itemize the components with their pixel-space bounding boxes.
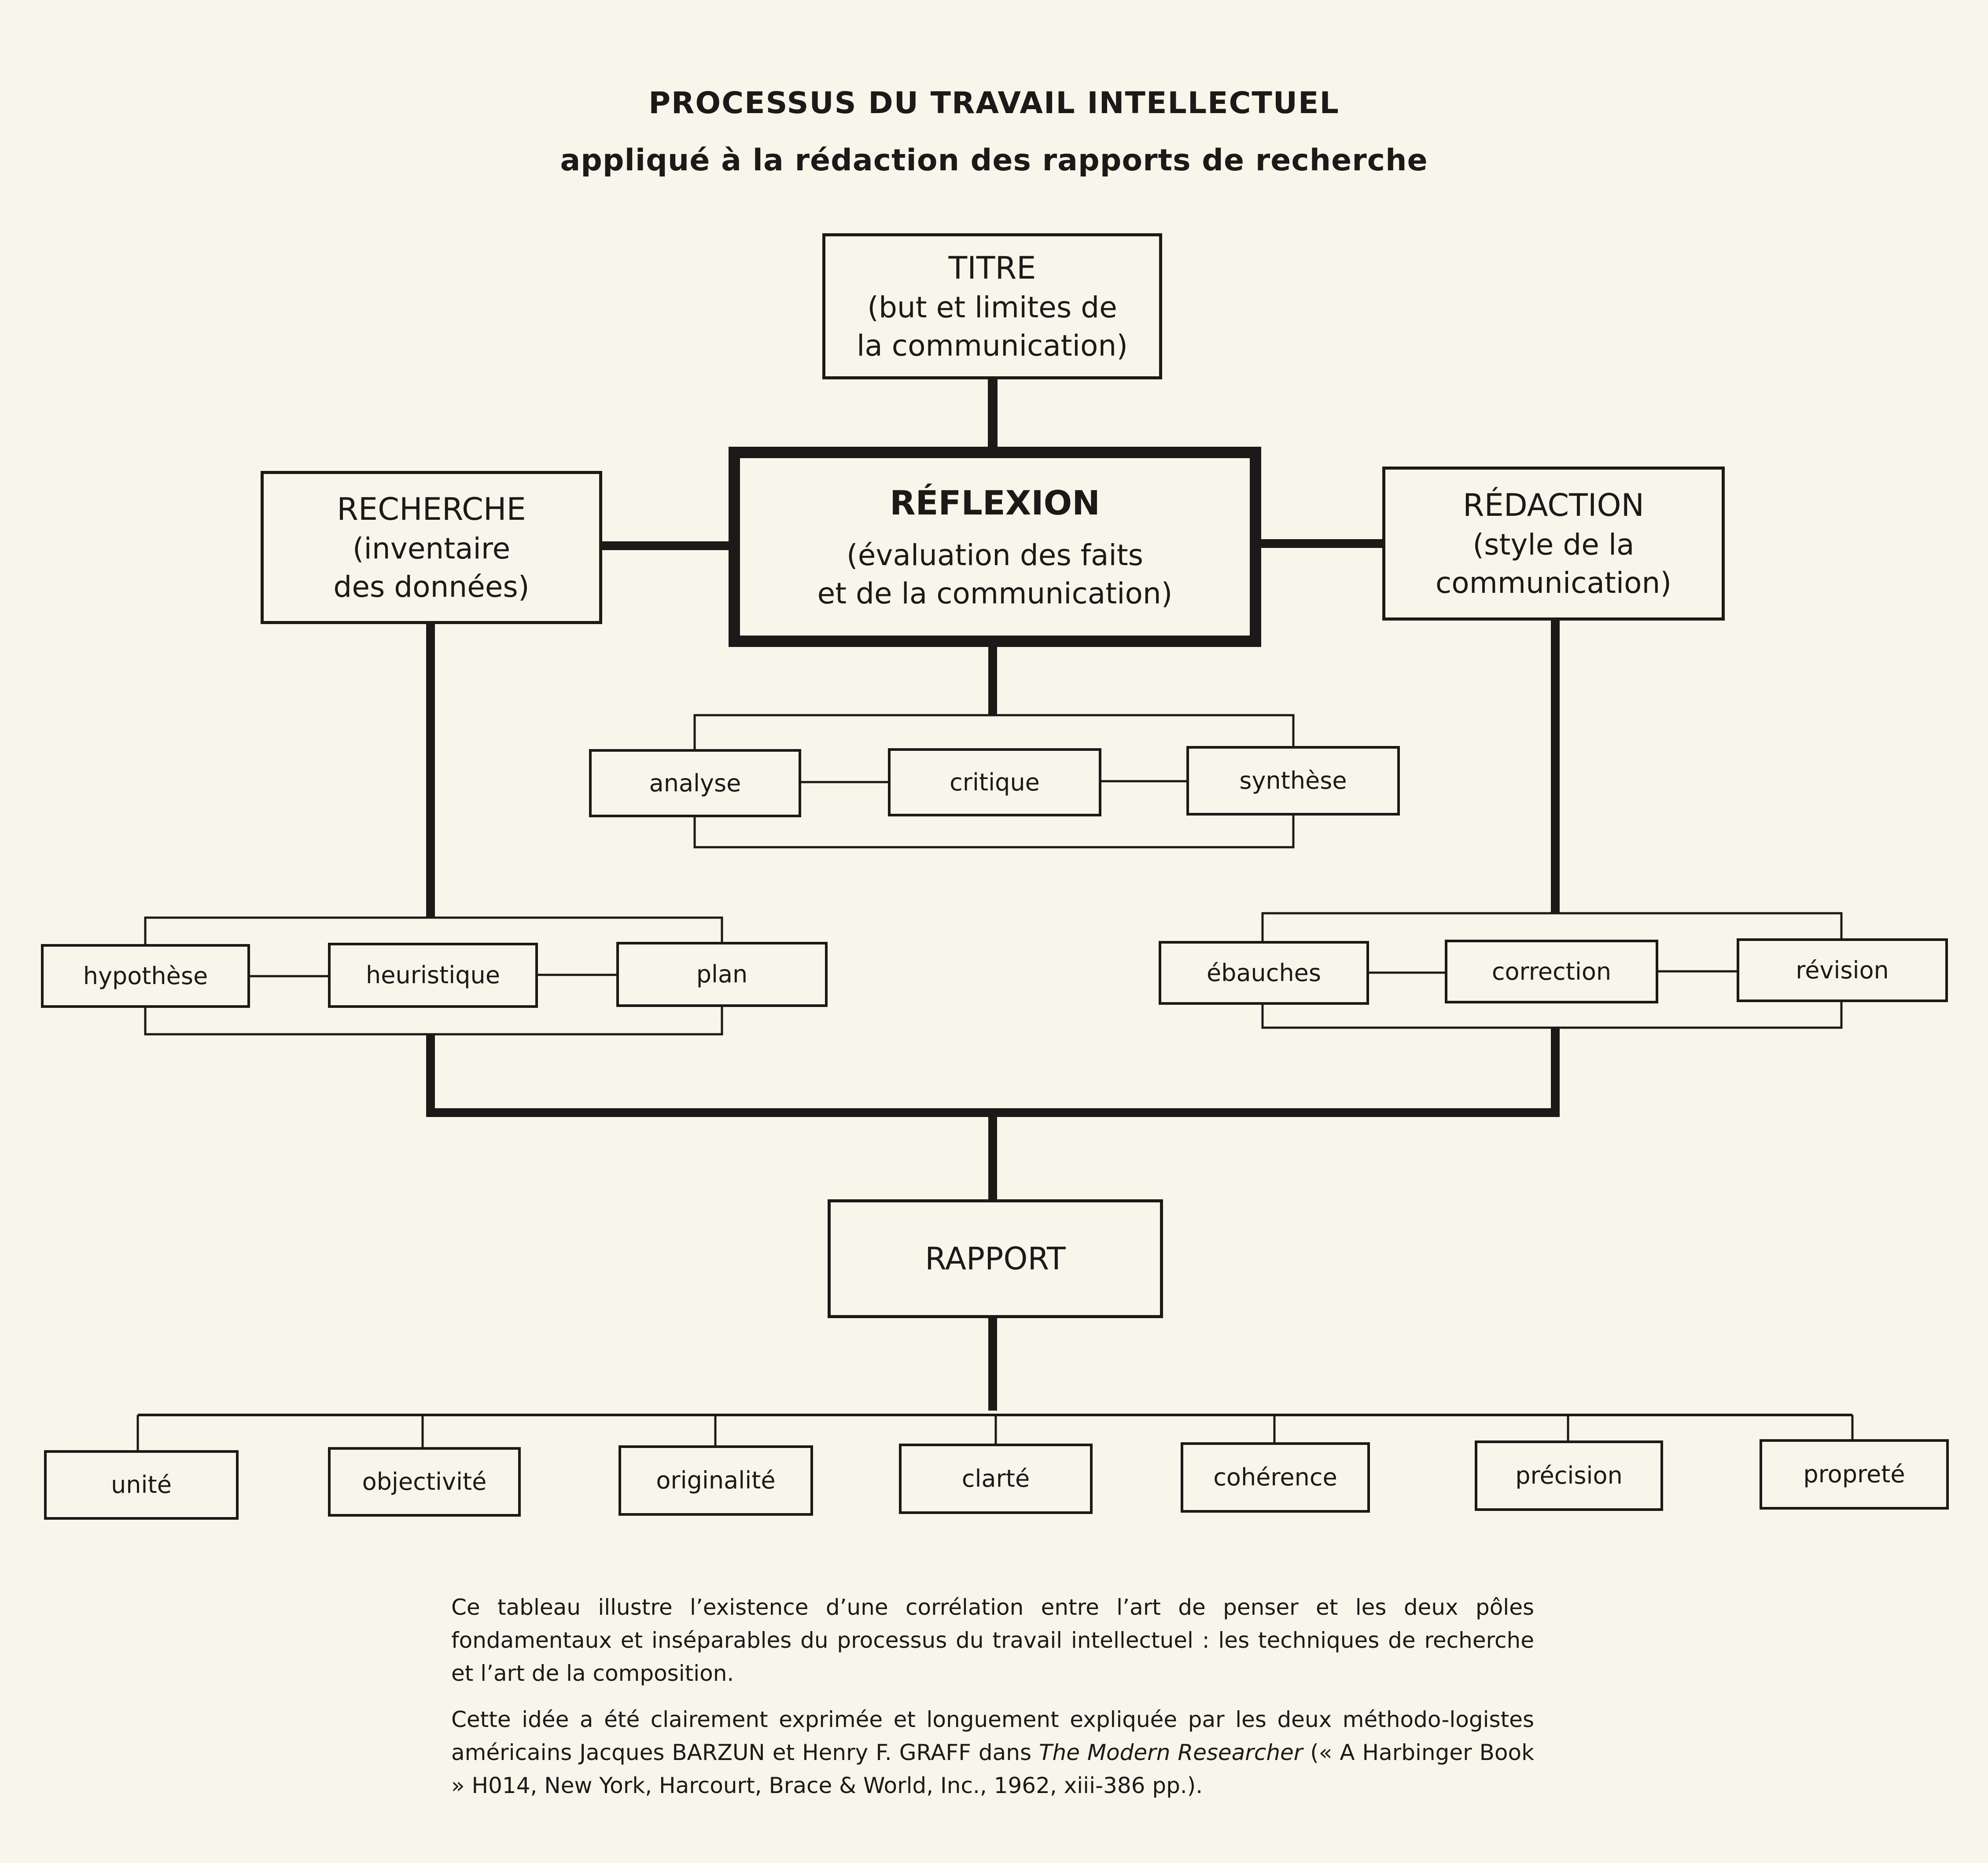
redaction-box: RÉDACTION (style de la communication) — [1382, 467, 1725, 621]
quality-unite-box: unité — [44, 1450, 239, 1520]
quality-originalite-box: originalité — [618, 1445, 813, 1516]
redaction-heading: RÉDACTION — [1463, 487, 1644, 523]
step-revision-label: révision — [1796, 956, 1889, 984]
redaction-steps-top-bracket — [1261, 912, 1843, 943]
quality-objectivite-label: objectivité — [362, 1468, 487, 1496]
recherche-steps-top-bracket — [144, 916, 723, 946]
quality-unite-label: unité — [111, 1471, 172, 1499]
step-hypothese-label: hypothèse — [83, 962, 208, 990]
reflexion-box: RÉFLEXION (évaluation des faits et de la… — [729, 447, 1261, 647]
reflexion-subtext-1: (évaluation des faits — [846, 538, 1144, 572]
quality-precision-label: précision — [1515, 1462, 1623, 1490]
step-revision-box: révision — [1737, 938, 1948, 1002]
step-plan-label: plan — [696, 960, 748, 988]
rapport-box: RAPPORT — [828, 1199, 1163, 1318]
redaction-steps-bottom-bracket — [1261, 1001, 1843, 1029]
quality-proprete-label: propreté — [1803, 1460, 1905, 1488]
quality-coherence-box: cohérence — [1181, 1442, 1370, 1513]
step-critique-box: critique — [888, 748, 1101, 816]
rapport-heading: RAPPORT — [925, 1240, 1066, 1277]
step-plan-box: plan — [616, 942, 828, 1007]
redaction-subtext-1: (style de la — [1473, 528, 1635, 562]
step-ebauches-box: ébauches — [1159, 941, 1369, 1005]
titre-subtext-1: (but et limites de — [867, 290, 1117, 325]
titre-box: TITRE (but et limites de la communicatio… — [822, 233, 1162, 379]
titre-subtext-2: la communication) — [857, 329, 1128, 363]
note-paragraph-2-end: (« A Harbinger Book » H014, New York, Ha… — [451, 1740, 1535, 1798]
quality-clarte-label: clarté — [961, 1465, 1030, 1493]
titre-heading: TITRE — [948, 250, 1036, 286]
step-hypothese-box: hypothèse — [41, 944, 250, 1008]
quality-clarte-box: clarté — [899, 1444, 1093, 1514]
step-heuristique-label: heuristique — [366, 961, 500, 989]
quality-originalite-label: originalité — [656, 1466, 776, 1495]
note-paragraph-2-start: Cette idée a été clairement exprimée et … — [451, 1707, 1534, 1765]
step-correction-label: correction — [1491, 957, 1612, 985]
recherche-subtext-1: (inventaire — [352, 532, 511, 566]
note-paragraph-2: Cette idée a été clairement exprimée et … — [451, 1703, 1534, 1802]
step-ebauches-label: ébauches — [1206, 959, 1322, 987]
step-heuristique-box: heuristique — [328, 943, 538, 1008]
explanatory-note: Ce tableau illustre l’existence d’une co… — [451, 1591, 1534, 1815]
diagram-subtitle: appliqué à la rédaction des rapports de … — [560, 143, 1428, 178]
step-synthese-label: synthèse — [1239, 767, 1347, 795]
step-analyse-box: analyse — [589, 749, 801, 817]
note-paragraph-1: Ce tableau illustre l’existence d’une co… — [451, 1595, 1534, 1686]
recherche-heading: RECHERCHE — [337, 491, 526, 527]
quality-precision-box: précision — [1475, 1440, 1663, 1511]
book-title: The Modern Researcher — [1038, 1740, 1303, 1765]
step-critique-label: critique — [950, 768, 1040, 796]
recherche-subtext-2: des données) — [333, 570, 530, 604]
redaction-subtext-2: communication) — [1435, 566, 1672, 600]
quality-objectivite-box: objectivité — [328, 1447, 521, 1517]
quality-proprete-box: propreté — [1760, 1439, 1949, 1510]
diagram-title: PROCESSUS DU TRAVAIL INTELLECTUEL — [648, 86, 1340, 121]
recherche-box: RECHERCHE (inventaire des données) — [261, 471, 602, 624]
reflexion-steps-bottom-bracket — [693, 813, 1295, 849]
step-correction-box: correction — [1445, 940, 1658, 1003]
recherche-steps-bottom-bracket — [144, 1005, 723, 1036]
reflexion-steps-top-bracket — [693, 714, 1295, 751]
step-synthese-box: synthèse — [1186, 746, 1400, 816]
reflexion-heading: RÉFLEXION — [890, 483, 1100, 523]
quality-coherence-label: cohérence — [1213, 1463, 1337, 1492]
step-analyse-label: analyse — [649, 769, 741, 797]
reflexion-subtext-2: et de la communication) — [817, 576, 1173, 610]
